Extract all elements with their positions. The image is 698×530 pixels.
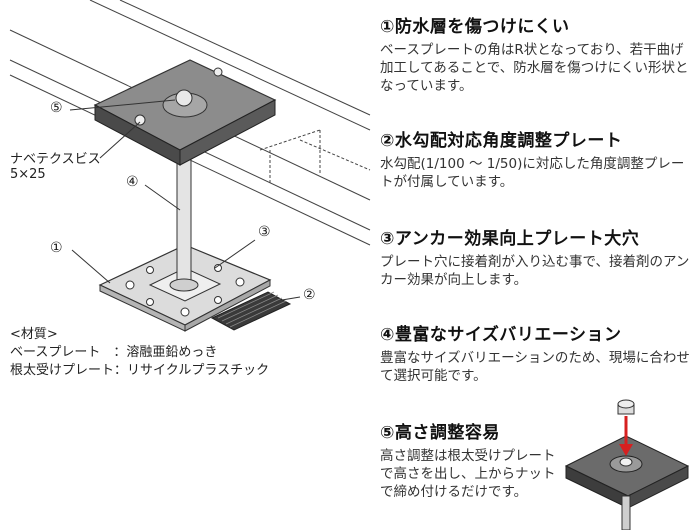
callout-3: ③ [258, 224, 271, 240]
feature-2-body: 水勾配(1/100 ～ 1/50)に対応した角度調整プレートが付属しています。 [380, 156, 685, 190]
support-illustration [9, 0, 371, 332]
feature-1: ①防水層を傷つけにくい ベースプレートの角はR状となっており、若干曲げ加工してあ… [380, 12, 690, 95]
callout-4: ④ [126, 174, 139, 190]
feature-3-body: プレート穴に接着剤が入り込む事で、接着剤のアンカー効果が向上します。 [380, 254, 690, 288]
feature-5-title: ⑤高さ調整容易 [380, 423, 500, 443]
feature-3: ③アンカー効果向上プレート大穴 プレート穴に接着剤が入り込む事で、接着剤のアンカ… [380, 224, 690, 289]
post [169, 159, 199, 292]
feature-3-title: ③アンカー効果向上プレート大穴 [380, 229, 640, 249]
callout-2: ② [303, 287, 316, 303]
screw-size: 5×25 [10, 167, 46, 182]
callout-1: ① [50, 240, 63, 256]
feature-4-body: 豊富なサイズバリエーションのため、現場に合わせて選択可能です。 [380, 350, 690, 384]
feature-5-body: 高さ調整は根太受けプレートで高さを出し、上からナットで締め付けるだけです。 [380, 448, 556, 500]
materials-joist-plate: 根太受けプレート：リサイクルプラスチック [10, 363, 270, 378]
screw-name: ナベテクスビス [10, 152, 101, 167]
feature-1-title: ①防水層を傷つけにくい [380, 17, 570, 37]
materials-block: <材質> ベースプレート ：溶融亜鉛めっき 根太受けプレート：リサイクルプラスチ… [10, 326, 269, 380]
feature-2-title: ②水勾配対応角度調整プレート [380, 131, 623, 151]
angle-plate [210, 291, 292, 331]
feature-5: ⑤高さ調整容易 高さ調整は根太受けプレートで高さを出し、上からナットで締め付ける… [380, 418, 690, 501]
materials-heading: <材質> [10, 327, 58, 342]
feature-4: ④豊富なサイズバリエーション 豊富なサイズバリエーションのため、現場に合わせて選… [380, 320, 690, 385]
materials-base-plate: ベースプレート ：溶融亜鉛めっき [10, 345, 218, 360]
feature-4-title: ④豊富なサイズバリエーション [380, 325, 622, 345]
height-adjust-illustration [564, 399, 690, 530]
feature-1-body: ベースプレートの角はR状となっており、若干曲げ加工してあることで、防水層を傷つけ… [380, 42, 689, 94]
callout-5: ⑤ [50, 100, 63, 116]
feature-2: ②水勾配対応角度調整プレート 水勾配(1/100 ～ 1/50)に対応した角度調… [380, 126, 690, 191]
joist-plate [93, 59, 277, 166]
